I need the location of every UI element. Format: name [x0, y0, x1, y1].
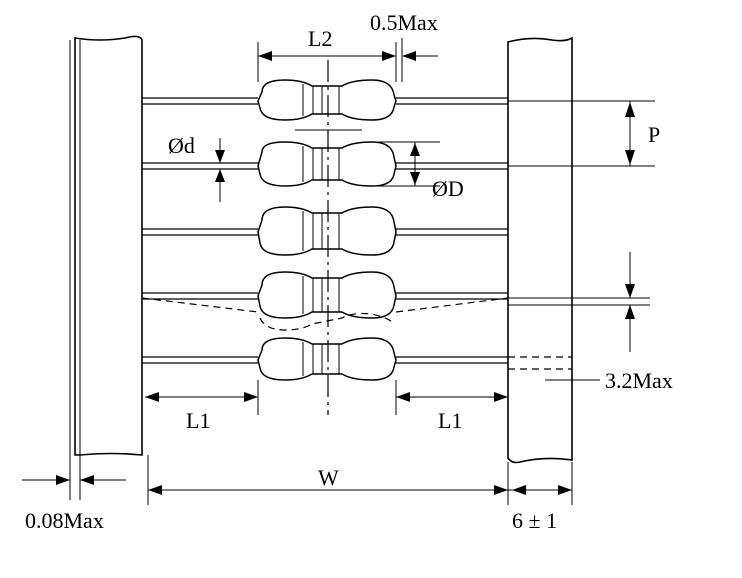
component-row-3 — [142, 206, 508, 256]
l2-label: L2 — [308, 26, 332, 51]
l1-left-label: L1 — [186, 408, 210, 433]
arrowhead — [80, 475, 94, 485]
pitch-label: P — [648, 122, 660, 147]
arrowhead — [625, 284, 635, 298]
six-pm-one-label: 6 ± 1 — [512, 508, 557, 533]
component-row-5 — [142, 337, 572, 381]
lead-diameter-dimension: Ød — [168, 133, 225, 202]
lead-diameter-label: Ød — [168, 133, 195, 158]
arrowhead — [625, 150, 635, 165]
three-two-max-label: 3.2Max — [605, 368, 673, 393]
arrowhead — [625, 102, 635, 117]
tilted-lead-dashed — [141, 297, 259, 313]
half-max-dimension: 0.5Max — [370, 10, 438, 82]
arrowhead — [215, 169, 225, 182]
half-max-label: 0.5Max — [370, 10, 438, 35]
arrowhead — [396, 392, 410, 402]
arrowhead — [410, 172, 420, 185]
component-row-1 — [142, 79, 508, 121]
component-body — [257, 79, 397, 121]
arrowhead — [494, 485, 508, 495]
left-tape — [74, 35, 143, 456]
tilted-body-dashed — [259, 312, 393, 331]
component-body — [257, 206, 397, 256]
six-pm-one-dimension: 6 ± 1 — [508, 462, 573, 533]
right-tape — [507, 36, 573, 464]
arrowhead — [56, 475, 70, 485]
tilted-lead-dashed — [395, 297, 509, 313]
arrowhead — [382, 51, 396, 61]
arrowhead — [258, 51, 272, 61]
width-label: W — [318, 465, 339, 490]
zero-zero-eight-max-dimension: 0.08Max — [22, 455, 126, 533]
arrowhead — [215, 150, 225, 163]
arrowhead — [145, 392, 159, 402]
component-row-2 — [142, 129, 508, 187]
component-body — [257, 141, 397, 187]
arrowhead — [148, 485, 162, 495]
component-body — [257, 337, 397, 381]
body-diameter-label: ØD — [432, 176, 464, 201]
three-two-max-dimension: 3.2Max — [545, 368, 673, 393]
arrowhead — [558, 485, 572, 495]
l1-left-dimension: L1 — [145, 380, 259, 433]
arrowhead — [410, 143, 420, 156]
body-diameter-dimension: ØD — [378, 141, 464, 201]
arrowhead — [512, 485, 526, 495]
arrowhead — [402, 51, 416, 61]
zero-zero-eight-max-label: 0.08Max — [25, 508, 104, 533]
l1-right-label: L1 — [438, 408, 462, 433]
component-row-4 — [141, 271, 509, 331]
pitch-dimension: P — [508, 100, 660, 167]
width-dimension: W — [147, 455, 509, 505]
arrowhead — [244, 392, 258, 402]
alignment-dimension — [508, 252, 650, 352]
arrowhead — [494, 392, 508, 402]
l1-right-dimension: L1 — [395, 380, 508, 433]
arrowhead — [625, 305, 635, 319]
component-body — [257, 271, 397, 319]
l2-dimension: L2 — [257, 26, 397, 82]
